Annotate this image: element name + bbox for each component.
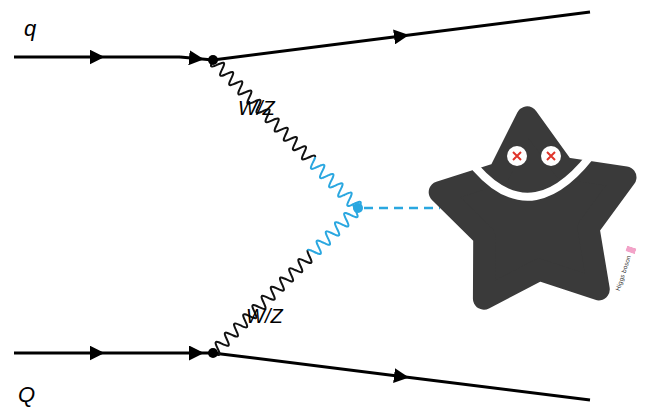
plush-eye [507,146,527,166]
boson-line [311,157,361,206]
eye-cross [513,152,521,160]
boson-line [213,250,312,355]
plush-tag: Higgs boson [612,245,637,295]
quark-line [213,353,590,400]
quark-line [213,12,590,60]
vertex-dot [208,55,218,65]
particle-label: Q [18,384,35,406]
higgs-plush [440,117,626,298]
particle-label: q [24,18,36,40]
plush-smile [476,146,598,197]
eye-cross [547,152,555,160]
vertex-dot [208,348,218,358]
particle-label: W/Z [246,306,283,326]
boson-line [307,204,357,254]
quark-line [14,352,180,355]
higgs-line [364,207,440,210]
particle-label: W/Z [238,98,275,118]
plush-eye [541,146,561,166]
vertex-dot [353,203,363,213]
boson-line [211,60,315,159]
quark-line [14,56,180,59]
